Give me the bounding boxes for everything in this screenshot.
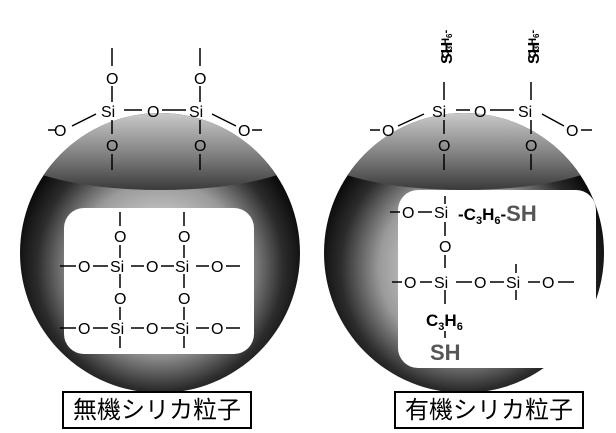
right-window	[398, 190, 596, 368]
atom-o: O	[402, 205, 414, 222]
svg-text:-C3H6-: -C3H6-	[527, 30, 541, 62]
atom-o: O	[194, 71, 206, 88]
svg-text:-C3H6-: -C3H6-	[440, 30, 454, 62]
atom-si: Si	[506, 275, 520, 292]
left-inner-network: O O O Si O Si O O O O Si O	[60, 212, 240, 348]
atom-si: Si	[175, 321, 189, 338]
atom-o: O	[525, 138, 537, 155]
atom-o: O	[78, 259, 90, 276]
atom-o: O	[438, 138, 450, 155]
atom-o: O	[238, 123, 250, 140]
atom-si: Si	[518, 104, 532, 121]
atom-si: Si	[110, 259, 124, 276]
atom-si: Si	[434, 205, 448, 222]
atom-o: O	[114, 291, 126, 308]
atom-o: O	[178, 291, 190, 308]
atom-o: O	[147, 104, 159, 121]
atom-si: Si	[432, 104, 446, 121]
atom-o: O	[106, 71, 118, 88]
left-surface-structure: O O O Si O Si O O O	[48, 48, 262, 170]
atom-o: O	[474, 275, 486, 292]
atom-o: O	[78, 321, 90, 338]
vertical-chain-left: -C3H6-	[440, 30, 454, 62]
left-window	[64, 208, 254, 354]
svg-text:SH: SH	[526, 42, 543, 64]
atom-o: O	[211, 321, 223, 338]
svg-text:SH: SH	[439, 42, 456, 64]
atom-o: O	[146, 321, 158, 338]
atom-o: O	[439, 239, 451, 256]
vertical-sh-right: SH	[526, 42, 543, 64]
left-cap	[20, 113, 300, 190]
atom-si: Si	[110, 321, 124, 338]
atom-o: O	[474, 104, 486, 121]
atom-o: O	[178, 229, 190, 246]
inorganic-silica-caption: 無機シリカ粒子	[62, 391, 252, 429]
atom-o: O	[114, 229, 126, 246]
atom-si: Si	[434, 275, 448, 292]
atom-o: O	[382, 123, 394, 140]
atom-o: O	[404, 275, 416, 292]
vertical-chain-right: -C3H6-	[527, 30, 541, 62]
atom-o: O	[106, 138, 118, 155]
atom-si: Si	[175, 259, 189, 276]
organic-silica-caption: 有機シリカ粒子	[394, 391, 584, 429]
atom-o: O	[566, 123, 578, 140]
c3h6-label: C3H6	[426, 311, 463, 333]
atom-o: O	[194, 138, 206, 155]
atom-si: Si	[189, 104, 203, 121]
inorganic-silica-particle: O O O Si O Si O O O O O	[20, 48, 300, 393]
right-surface-structure: O Si O Si O O O	[370, 104, 592, 170]
right-cap	[324, 113, 604, 190]
atom-o: O	[54, 123, 66, 140]
right-inner-network: O Si -C3H6-SH O O Si O Si O C3H6 SH	[390, 196, 574, 365]
vertical-sh-left: SH	[439, 42, 456, 64]
sh-label: SH	[430, 340, 461, 365]
atom-si: Si	[101, 104, 115, 121]
atom-o: O	[146, 259, 158, 276]
propyl-thiol-label: -C3H6-SH	[458, 201, 537, 227]
atom-o: O	[542, 275, 554, 292]
organic-silica-particle: -C3H6- SH -C3H6- SH O Si O Si O O	[324, 30, 604, 393]
atom-o: O	[211, 259, 223, 276]
